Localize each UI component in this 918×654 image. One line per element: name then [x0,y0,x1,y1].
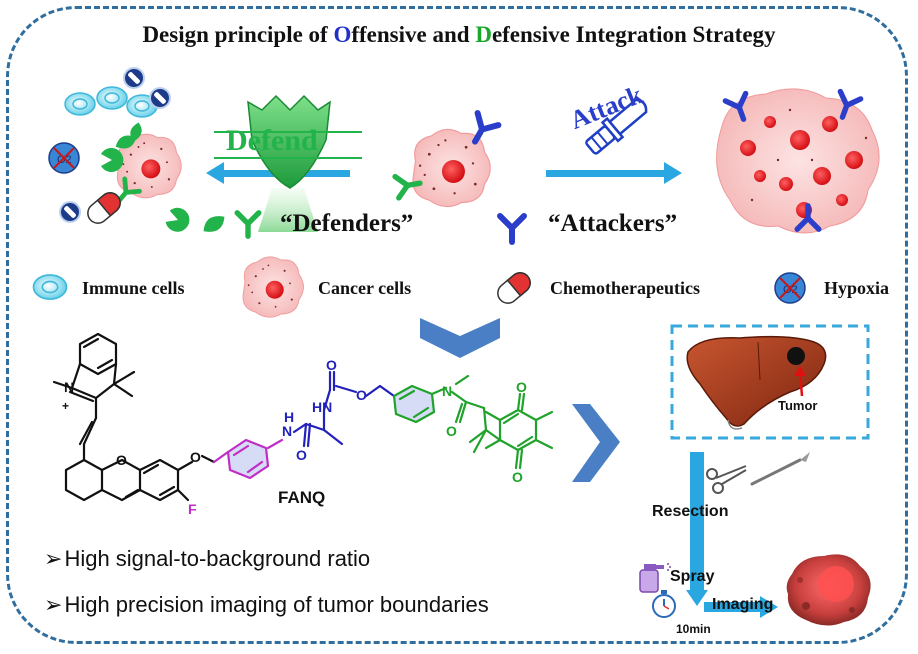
defenders-icons [163,204,259,236]
title-prefix: Design principle of [142,22,334,47]
process-arrow [686,452,778,618]
hypoxia-legend-icon: O2 [774,272,806,304]
bullet-2-text: High precision imaging of tumor boundari… [64,592,489,617]
liver-icon [686,335,827,430]
atom-o-ether: O [190,449,201,465]
atom-hn-carbamate: HN [312,399,332,415]
scalpel-icon [750,452,810,486]
defend-label: Defend [226,124,318,157]
atom-o-carbamate-top: O [326,357,337,373]
right-chevron-icon [572,404,620,482]
spray-label: Spray [670,568,715,585]
atom-f: F [188,501,197,517]
arrowhead-icon: ➢ [44,546,63,571]
atom-o-amide: O [296,447,307,463]
liver-panel [670,324,870,440]
resected-tissue [786,554,871,626]
defended-cell-cluster: O2 [48,67,182,228]
stopwatch-icon [652,590,676,618]
atom-h-amide: H [284,409,294,425]
probe-bound-cell [395,113,498,208]
hypoxia-icon-top: O2 [48,142,80,174]
bullet-1: ➢High signal-to-background ratio [44,546,370,572]
defenders-label: “Defenders” [280,210,414,237]
down-chevron-icon [420,318,500,358]
scissors-icon [706,465,747,494]
atom-o-quinone-amide: O [446,423,457,439]
tumor-cluster [716,88,880,234]
knife-icon [585,98,648,155]
fanq-structure [52,332,554,502]
legend-hypoxia: Hypoxia [824,278,890,298]
tumor-label: Tumor [778,398,818,413]
legend-immune: Immune cells [82,278,185,298]
title-o-letter: O [333,22,352,47]
legend-icons: O2 [32,256,806,318]
bullet-1-text: High signal-to-background ratio [64,546,371,571]
imaging-label: Imaging [712,596,774,613]
diagram-title: Design principle of Offensive and Defens… [0,22,918,48]
title-defensive: efensive Integration Strategy [491,22,776,47]
atom-n-amide: N [282,423,292,439]
dashed-frame [6,6,908,644]
atom-o-quinone-bottom: O [512,469,523,485]
legend-cancer: Cancer cells [318,278,412,298]
atom-n-methyl: N [442,383,452,399]
attack-arrow [546,162,682,184]
time-label: 10min [676,622,711,636]
atom-n-plus: N [64,379,74,395]
atom-labels: N + O O F N H O HN O O N O O O [62,357,527,517]
resection-label: Resection [652,503,729,520]
attackers-label: “Attackers” [548,210,678,237]
arrowhead-icon: ➢ [44,592,63,617]
atom-o-carbamate: O [356,387,367,403]
bullet-2: ➢High precision imaging of tumor boundar… [44,592,489,618]
atom-o-xanthene: O [116,452,127,468]
legend-chemo: Chemotherapeutics [550,278,700,298]
probe-name: FANQ [278,488,326,507]
title-offensive: ffensive and [351,22,476,47]
attackers-icon [500,216,524,242]
atom-o-quinone-top: O [516,379,527,395]
title-d-letter: D [475,22,492,47]
atom-plus: + [62,399,69,413]
shield-icon [214,94,362,232]
spray-bottle-icon [639,563,671,593]
